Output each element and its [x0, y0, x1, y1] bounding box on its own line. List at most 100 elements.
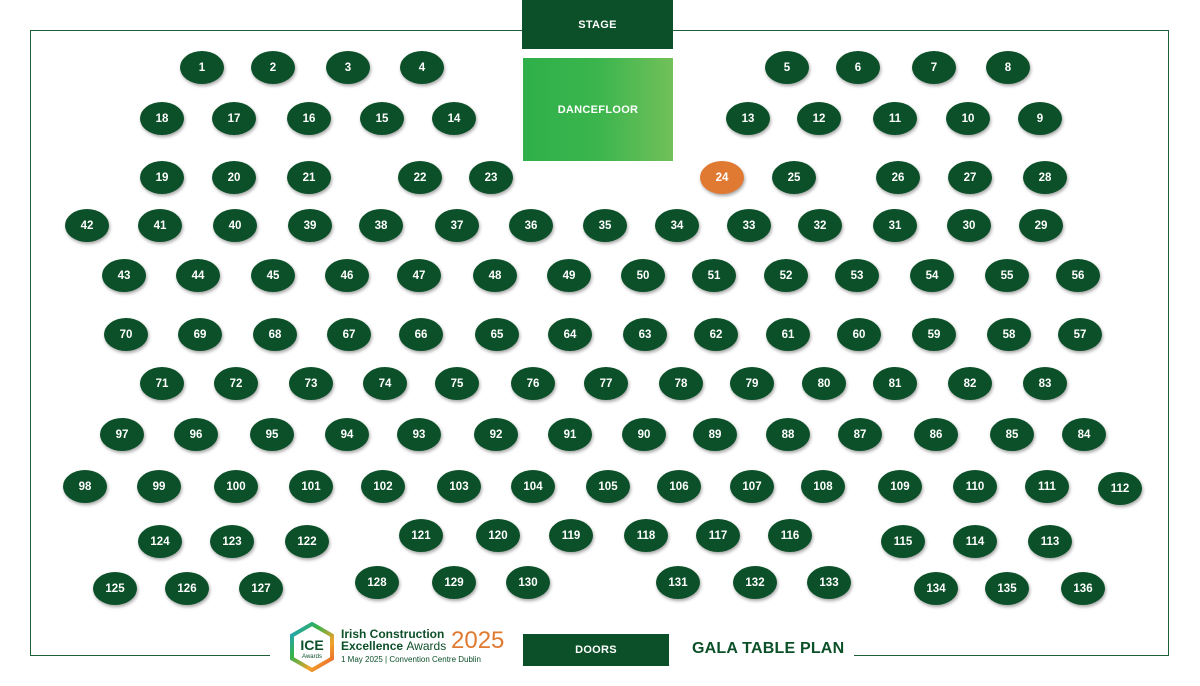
table-70[interactable]: 70 [104, 318, 148, 351]
table-130[interactable]: 130 [506, 566, 550, 599]
table-38[interactable]: 38 [359, 209, 403, 242]
table-125[interactable]: 125 [93, 572, 137, 605]
table-129[interactable]: 129 [432, 566, 476, 599]
table-101[interactable]: 101 [289, 470, 333, 503]
table-3[interactable]: 3 [326, 51, 370, 84]
table-92[interactable]: 92 [474, 418, 518, 451]
table-131[interactable]: 131 [656, 566, 700, 599]
table-19[interactable]: 19 [140, 161, 184, 194]
table-35[interactable]: 35 [583, 209, 627, 242]
table-113[interactable]: 113 [1028, 525, 1072, 558]
table-25[interactable]: 25 [772, 161, 816, 194]
table-98[interactable]: 98 [63, 470, 107, 503]
table-90[interactable]: 90 [622, 418, 666, 451]
table-99[interactable]: 99 [137, 470, 181, 503]
table-64[interactable]: 64 [548, 318, 592, 351]
table-120[interactable]: 120 [476, 519, 520, 552]
table-110[interactable]: 110 [953, 470, 997, 503]
table-60[interactable]: 60 [837, 318, 881, 351]
table-103[interactable]: 103 [437, 470, 481, 503]
table-39[interactable]: 39 [288, 209, 332, 242]
table-10[interactable]: 10 [946, 102, 990, 135]
table-94[interactable]: 94 [325, 418, 369, 451]
table-85[interactable]: 85 [990, 418, 1034, 451]
table-84[interactable]: 84 [1062, 418, 1106, 451]
table-77[interactable]: 77 [584, 367, 628, 400]
table-76[interactable]: 76 [511, 367, 555, 400]
table-27[interactable]: 27 [948, 161, 992, 194]
table-87[interactable]: 87 [838, 418, 882, 451]
table-42[interactable]: 42 [65, 209, 109, 242]
table-63[interactable]: 63 [623, 318, 667, 351]
table-37[interactable]: 37 [435, 209, 479, 242]
table-117[interactable]: 117 [696, 519, 740, 552]
table-66[interactable]: 66 [399, 318, 443, 351]
table-14[interactable]: 14 [432, 102, 476, 135]
table-9[interactable]: 9 [1018, 102, 1062, 135]
table-47[interactable]: 47 [397, 259, 441, 292]
table-18[interactable]: 18 [140, 102, 184, 135]
table-62[interactable]: 62 [694, 318, 738, 351]
table-12[interactable]: 12 [797, 102, 841, 135]
table-75[interactable]: 75 [435, 367, 479, 400]
table-132[interactable]: 132 [733, 566, 777, 599]
table-83[interactable]: 83 [1023, 367, 1067, 400]
table-111[interactable]: 111 [1025, 470, 1069, 503]
table-82[interactable]: 82 [948, 367, 992, 400]
table-104[interactable]: 104 [511, 470, 555, 503]
table-22[interactable]: 22 [398, 161, 442, 194]
table-119[interactable]: 119 [549, 519, 593, 552]
table-51[interactable]: 51 [692, 259, 736, 292]
table-16[interactable]: 16 [287, 102, 331, 135]
table-7[interactable]: 7 [912, 51, 956, 84]
table-24[interactable]: 24 [700, 161, 744, 194]
table-49[interactable]: 49 [547, 259, 591, 292]
table-114[interactable]: 114 [953, 525, 997, 558]
table-31[interactable]: 31 [873, 209, 917, 242]
table-23[interactable]: 23 [469, 161, 513, 194]
table-61[interactable]: 61 [766, 318, 810, 351]
table-58[interactable]: 58 [987, 318, 1031, 351]
table-54[interactable]: 54 [910, 259, 954, 292]
table-108[interactable]: 108 [801, 470, 845, 503]
table-100[interactable]: 100 [214, 470, 258, 503]
table-1[interactable]: 1 [180, 51, 224, 84]
table-123[interactable]: 123 [210, 525, 254, 558]
table-124[interactable]: 124 [138, 525, 182, 558]
table-69[interactable]: 69 [178, 318, 222, 351]
table-46[interactable]: 46 [325, 259, 369, 292]
table-109[interactable]: 109 [878, 470, 922, 503]
table-135[interactable]: 135 [985, 572, 1029, 605]
table-72[interactable]: 72 [214, 367, 258, 400]
table-55[interactable]: 55 [985, 259, 1029, 292]
table-89[interactable]: 89 [693, 418, 737, 451]
table-52[interactable]: 52 [764, 259, 808, 292]
table-53[interactable]: 53 [835, 259, 879, 292]
table-57[interactable]: 57 [1058, 318, 1102, 351]
table-126[interactable]: 126 [165, 572, 209, 605]
table-29[interactable]: 29 [1019, 209, 1063, 242]
table-43[interactable]: 43 [102, 259, 146, 292]
table-4[interactable]: 4 [400, 51, 444, 84]
table-78[interactable]: 78 [659, 367, 703, 400]
table-127[interactable]: 127 [239, 572, 283, 605]
table-74[interactable]: 74 [363, 367, 407, 400]
table-80[interactable]: 80 [802, 367, 846, 400]
table-21[interactable]: 21 [287, 161, 331, 194]
table-2[interactable]: 2 [251, 51, 295, 84]
table-65[interactable]: 65 [475, 318, 519, 351]
table-44[interactable]: 44 [176, 259, 220, 292]
table-95[interactable]: 95 [250, 418, 294, 451]
table-79[interactable]: 79 [730, 367, 774, 400]
table-28[interactable]: 28 [1023, 161, 1067, 194]
table-8[interactable]: 8 [986, 51, 1030, 84]
table-20[interactable]: 20 [212, 161, 256, 194]
table-33[interactable]: 33 [727, 209, 771, 242]
table-97[interactable]: 97 [100, 418, 144, 451]
table-86[interactable]: 86 [914, 418, 958, 451]
table-59[interactable]: 59 [912, 318, 956, 351]
table-122[interactable]: 122 [285, 525, 329, 558]
table-116[interactable]: 116 [768, 519, 812, 552]
table-13[interactable]: 13 [726, 102, 770, 135]
table-48[interactable]: 48 [473, 259, 517, 292]
